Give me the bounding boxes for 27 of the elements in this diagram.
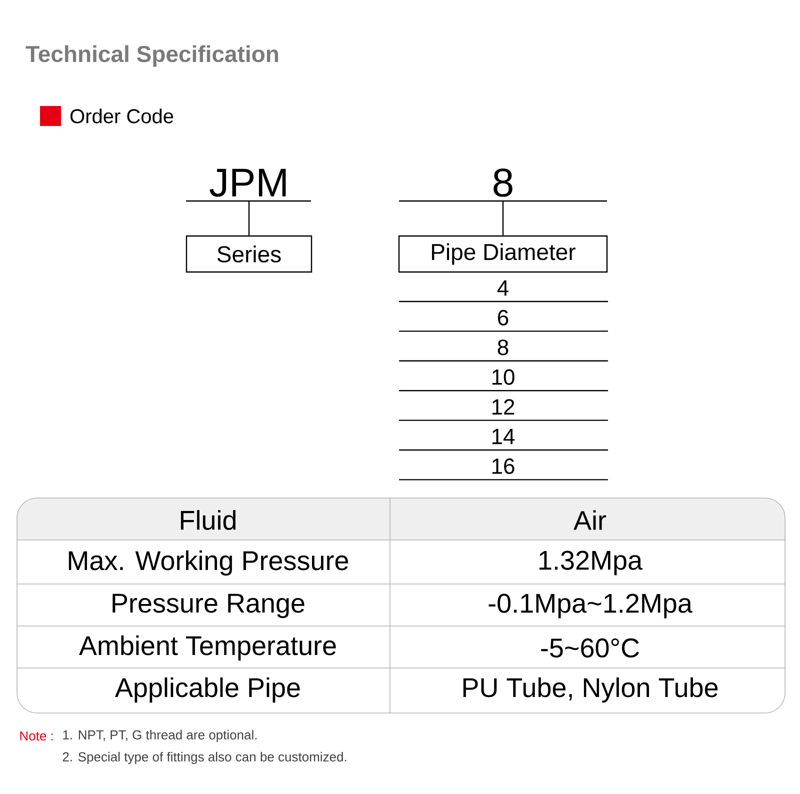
table-cell: Applicable Pipe [115, 677, 300, 703]
note-label: Note : [20, 731, 53, 741]
label-box: Series [186, 235, 312, 273]
option-value: 16 [492, 458, 514, 474]
section-heading: Order Code [70, 108, 174, 124]
connector-line [248, 201, 250, 236]
option-value: 6 [498, 310, 508, 326]
connector-line [502, 201, 504, 236]
note-text: 1. NPT, PT, G thread are optional. [63, 730, 257, 742]
note-text: 2. Special type of fittings also can be customized. [62, 752, 346, 764]
option-value: 8 [498, 340, 508, 356]
label-box: Pipe Diameter [398, 235, 608, 273]
title: Technical Specification [26, 45, 278, 67]
code-segment: JPM [186, 168, 311, 202]
table-cell: Air [574, 510, 606, 530]
table-cell: -5~60°C [541, 638, 640, 658]
code-segment: 8 [399, 168, 607, 202]
table-cell: Fluid [180, 510, 236, 530]
option-value: 10 [492, 369, 514, 385]
option-value: 14 [492, 428, 515, 444]
table-cell: Pressure Range [112, 594, 304, 618]
table-cell: -0.1Mpa~1.2Mpa [488, 594, 692, 618]
table-cell: Max. Working Pressure [68, 550, 348, 576]
table-cell: 1.32Mpa [540, 550, 643, 576]
table-cell: PU Tube, Nylon Tube [463, 677, 718, 703]
table-cell: Ambient Temperature [79, 635, 336, 661]
option-value: 12 [492, 399, 514, 414]
